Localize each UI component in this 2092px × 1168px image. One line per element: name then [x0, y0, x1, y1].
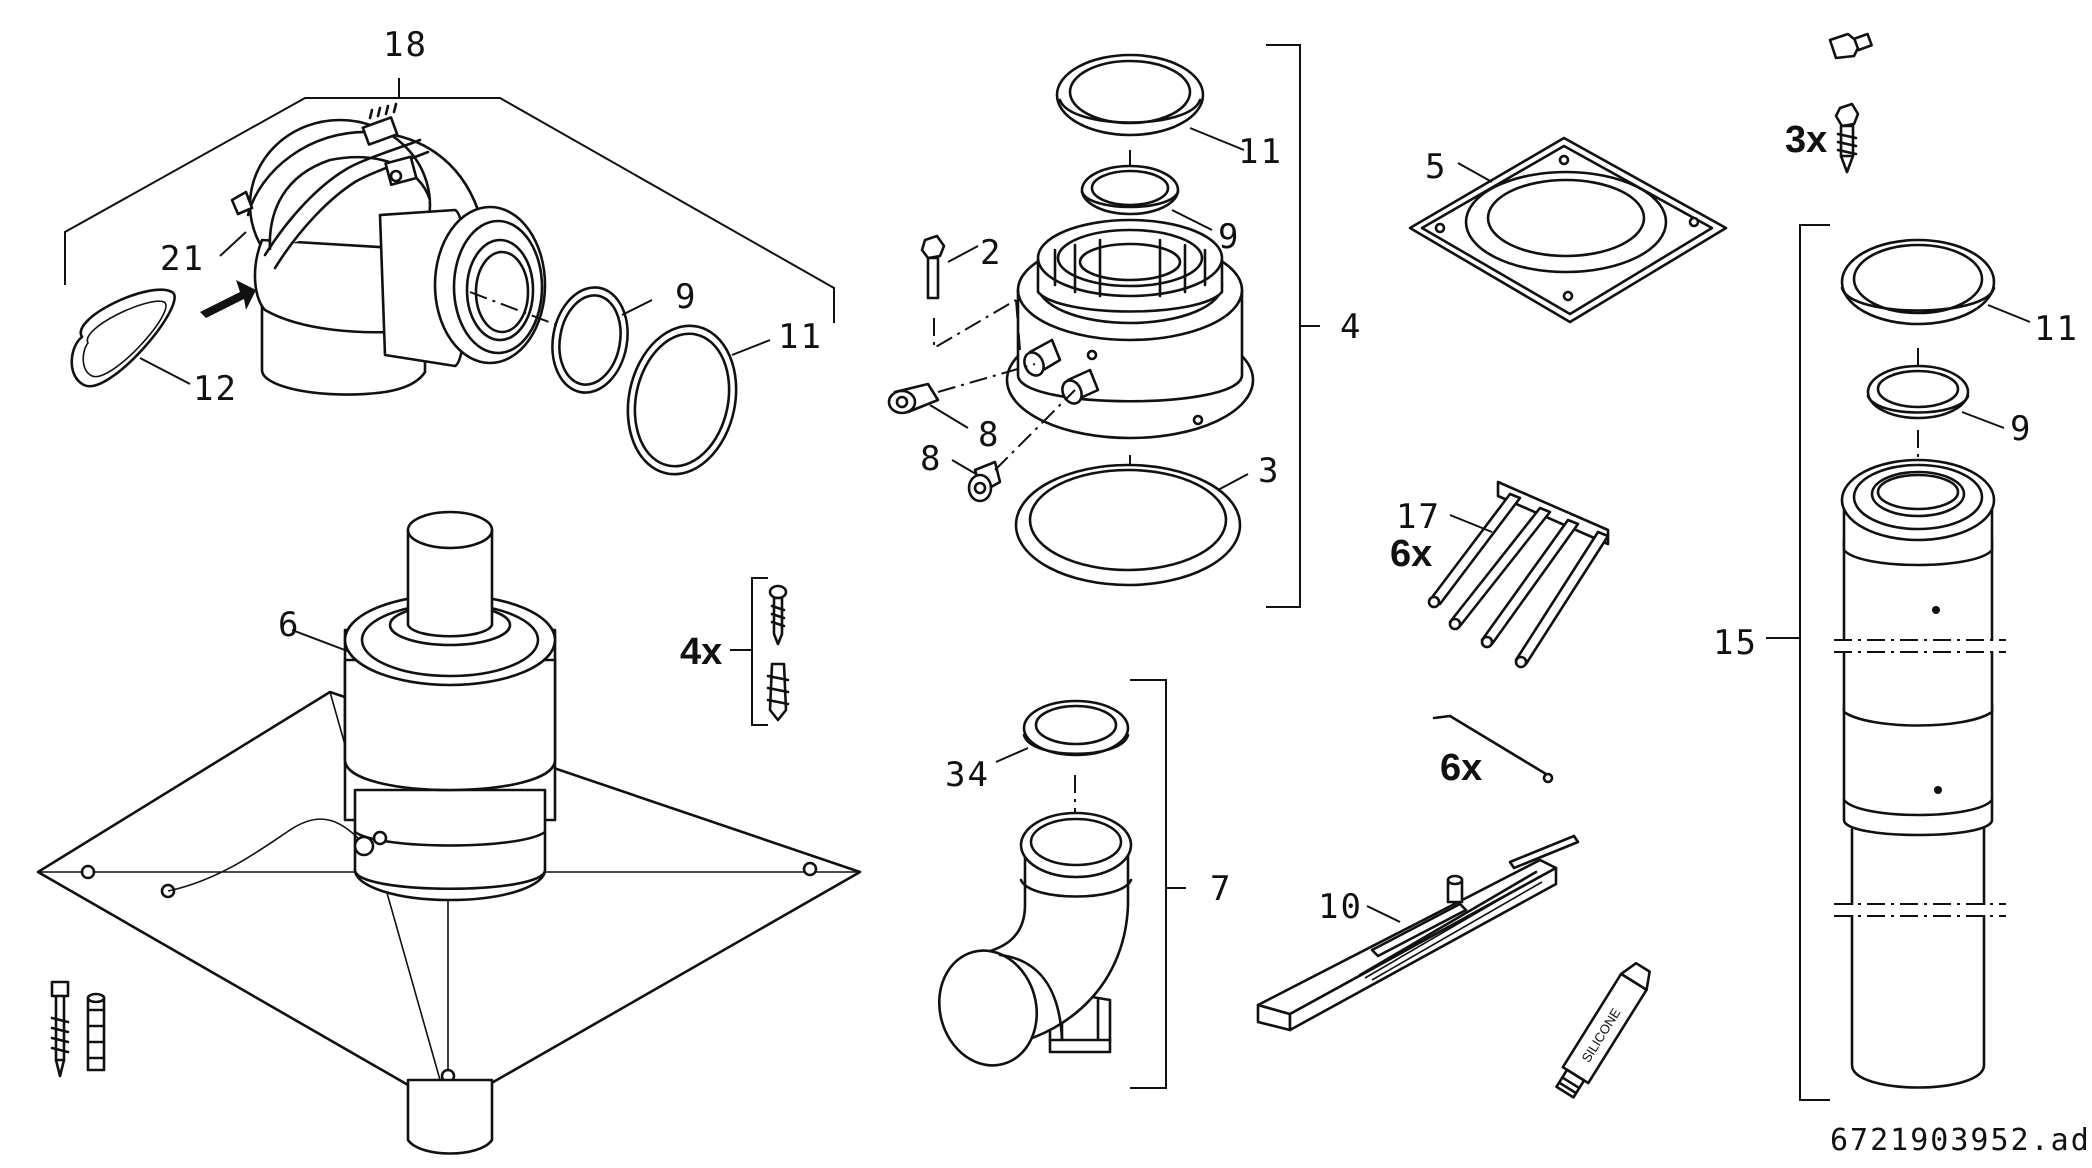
label-12: 12 — [193, 369, 238, 409]
part-11-sealing-ring — [626, 324, 738, 476]
label-3x: 3x — [1785, 119, 1827, 161]
label-11c: 11 — [2034, 309, 2079, 349]
part-4-roof-adapter — [1005, 218, 1255, 440]
label-6x-straps: 6x — [1390, 533, 1432, 575]
label-34: 34 — [945, 755, 990, 795]
label-9b: 9 — [1218, 217, 1240, 257]
part-11-top-ring — [1055, 53, 1205, 137]
part-2-screw — [920, 234, 946, 300]
part-15-extension-pipe — [1834, 458, 2006, 1089]
part-17-roof-straps — [1427, 480, 1610, 669]
label-8b: 8 — [920, 439, 942, 479]
bolt-and-wall-plug — [50, 980, 106, 1078]
label-17: 17 — [1396, 497, 1441, 537]
drawing-number: 6721903952.ad — [1830, 1123, 2091, 1158]
label-8a: 8 — [978, 415, 1000, 455]
label-6x-ties: 6x — [1440, 747, 1482, 789]
part-6-roof-flashing — [36, 510, 862, 1155]
part-9-lip-seal — [551, 286, 629, 394]
part-34-seal — [1022, 699, 1130, 757]
part-10-mounting-rail — [1256, 834, 1580, 1032]
part-9-right-seal — [1866, 364, 1970, 420]
part-7-condensate-elbow — [937, 811, 1133, 1067]
part-5-flat-roof-plate — [1408, 136, 1728, 324]
label-18: 18 — [383, 25, 428, 65]
label-21: 21 — [160, 239, 205, 279]
elbow-kit-bracket — [64, 78, 835, 323]
label-4x: 4x — [680, 631, 722, 673]
silicone-tube: SILICONE — [1555, 961, 1651, 1099]
label-5: 5 — [1425, 147, 1447, 187]
part-12-oval-gasket — [70, 288, 176, 388]
label-10: 10 — [1318, 887, 1363, 927]
part-8-clip-lower — [967, 460, 1002, 503]
label-4: 4 — [1340, 307, 1362, 347]
label-6: 6 — [278, 605, 300, 645]
part-11-right-ring — [1840, 238, 1996, 326]
part-8-clip-upper — [887, 382, 940, 415]
label-7: 7 — [1210, 869, 1232, 909]
insert-arrow-icon — [200, 280, 256, 318]
label-11b: 11 — [1238, 132, 1283, 172]
part-21-concentric-elbow — [230, 102, 547, 396]
cable-tie — [1432, 714, 1554, 784]
label-9c: 9 — [2010, 409, 2032, 449]
screw-plug-set — [730, 577, 790, 726]
part-9-center-seal — [1080, 164, 1180, 216]
label-3: 3 — [1258, 451, 1280, 491]
part-3-base-ring — [1014, 463, 1242, 587]
hex-bolt — [1834, 102, 1860, 174]
label-9a: 9 — [675, 277, 697, 317]
small-screw-top — [1828, 32, 1873, 60]
label-2: 2 — [980, 233, 1002, 273]
label-15: 15 — [1713, 623, 1758, 663]
label-11a: 11 — [778, 317, 823, 357]
